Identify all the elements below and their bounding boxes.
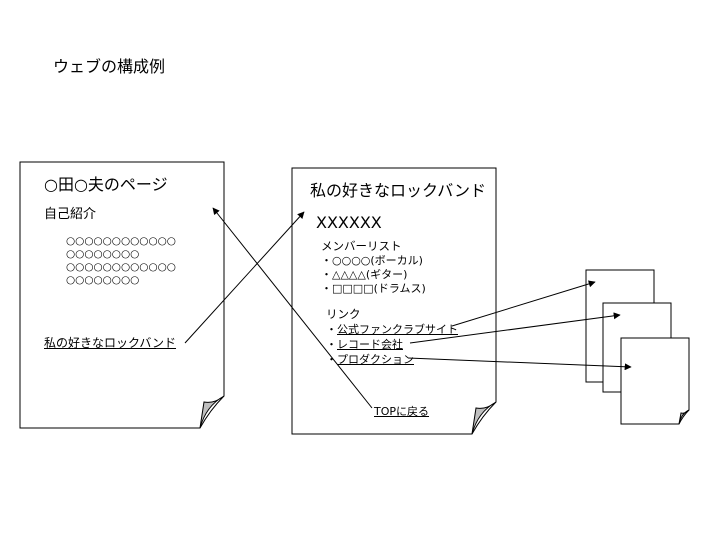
slide-title: ウェブの構成例: [53, 57, 166, 76]
page1-band-link[interactable]: 私の好きなロックバンド: [44, 336, 177, 350]
arrow-top-link-to-page1: [212, 207, 373, 409]
record-company-link[interactable]: レコード会社: [337, 338, 403, 351]
page1-body-line: ○○○○○○○○: [66, 274, 140, 286]
fanclub-link[interactable]: 公式ファンクラブサイト: [337, 323, 458, 336]
production-link[interactable]: プロダクション: [337, 353, 414, 366]
member-item: ・○○○○(ボーカル): [321, 254, 423, 267]
link-item-record: ・レコード会社: [326, 337, 458, 352]
link-bullet: ・: [326, 323, 337, 336]
page1-body-line: ○○○○○○○○: [66, 248, 140, 260]
page1-body-line: ○○○○○○○○○○○○: [66, 235, 176, 247]
top-return-link[interactable]: TOPに戻る: [374, 405, 430, 418]
link-bullet: ・: [326, 338, 337, 351]
page2-links-heading: リンク: [326, 307, 361, 321]
link-item-fanclub: ・公式ファンクラブサイト: [326, 322, 458, 337]
page1-section-heading: 自己紹介: [44, 207, 97, 222]
page2-link-list: ・公式ファンクラブサイト ・レコード会社 ・プロダクション: [326, 322, 458, 367]
member-item: ・□□□□(ドラムス): [321, 282, 426, 295]
page2-band-name: XXXXXX: [316, 213, 382, 232]
page2-member-list: ・○○○○(ボーカル) ・△△△△(ギター) ・□□□□(ドラムス): [321, 254, 426, 296]
arrow-band-link-to-page2: [184, 211, 305, 344]
link-bullet: ・: [326, 353, 337, 366]
page2-members-heading: メンバーリスト: [321, 239, 402, 253]
page2-title: 私の好きなロックバンド: [310, 181, 487, 200]
page1-body-line: ○○○○○○○○○○○○: [66, 261, 176, 273]
arrow-production-to-external: [407, 357, 632, 371]
page1-title: ○田○夫のページ: [44, 175, 168, 194]
external-page-3: [620, 337, 690, 425]
page2-document: [291, 167, 497, 435]
page1-body: ○○○○○○○○○○○○ ○○○○○○○○ ○○○○○○○○○○○○ ○○○○○…: [66, 235, 176, 287]
member-item: ・△△△△(ギター): [321, 268, 408, 281]
arrow-fanclub-to-external: [451, 280, 596, 327]
page1-document: [19, 161, 225, 429]
arrow-record-to-external: [409, 312, 621, 344]
link-item-production: ・プロダクション: [326, 352, 458, 367]
